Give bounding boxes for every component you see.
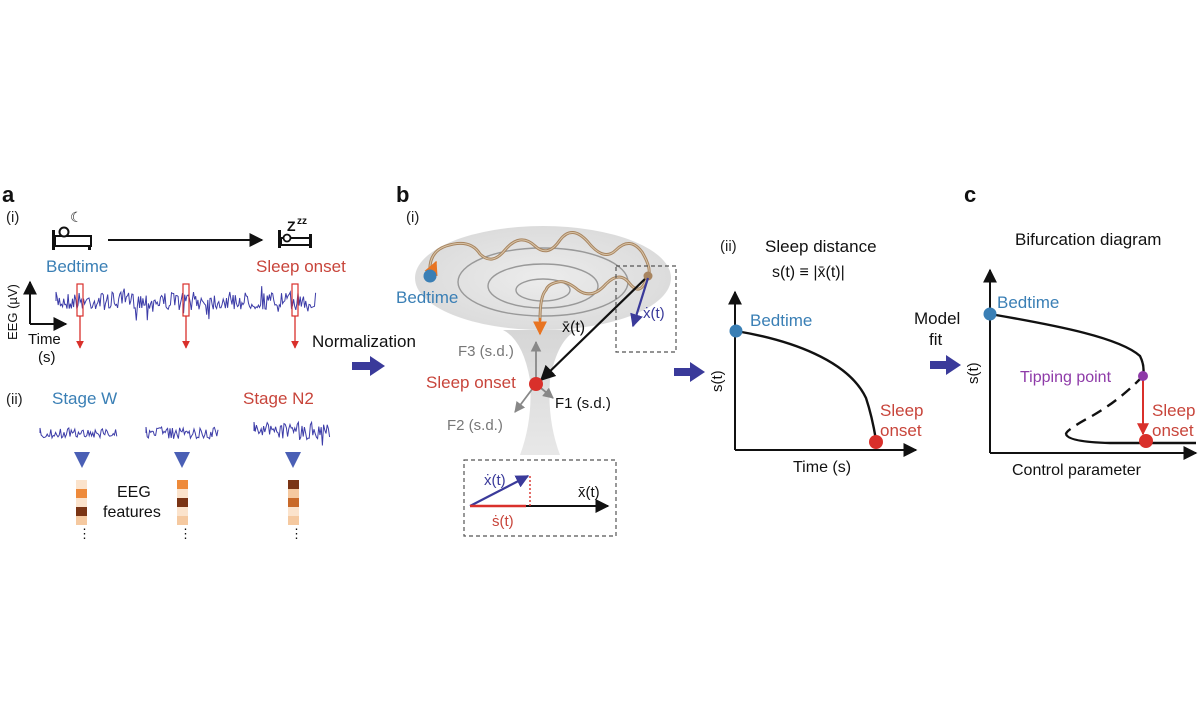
distance-onset-label: onset: [880, 421, 922, 440]
bifurcation-title: Bifurcation diagram: [1015, 230, 1161, 249]
bedtime-label-a: Bedtime: [46, 257, 108, 276]
bed-asleep-icon: [278, 230, 312, 248]
projection-xdot-arrow: [469, 475, 530, 507]
distance-curve: [735, 329, 878, 441]
distance-sleep-label: Sleep: [880, 401, 923, 420]
ellipsis-1: ⋮: [78, 526, 91, 541]
time-axis-label: Time: [28, 331, 61, 348]
current-point: [643, 271, 653, 281]
bifurcation-x-label: Control parameter: [1012, 462, 1142, 479]
tipping-point-marker: [1138, 371, 1148, 381]
sleep-distance-formula: s(t) ≡ |x̄(t)|: [772, 264, 845, 281]
sleep-trajectory-highlight: [429, 232, 650, 321]
tipping-point-label: Tipping point: [1020, 369, 1112, 386]
ellipsis-2: ⋮: [179, 526, 192, 541]
model-fit-line1: Model: [914, 309, 960, 328]
bifurcation-y-label: s(t): [965, 362, 982, 384]
bifurcation-sleep-label: Sleep: [1152, 401, 1195, 420]
feature-arrow-1: [74, 452, 90, 468]
projection-xbar-label: x̄(t): [578, 484, 600, 501]
feature-column-3: [288, 480, 299, 525]
projection-xdot-label: ẋ(t): [484, 472, 506, 489]
distance-bedtime-label: Bedtime: [750, 311, 812, 330]
bedtime-point-b: [423, 269, 437, 283]
projection-inset-box: [463, 459, 617, 537]
feature-arrows: [74, 452, 301, 468]
bed-awake-icon: [52, 226, 92, 250]
attractor-disc: [415, 226, 671, 330]
sleep-onset-point-b: [529, 377, 543, 391]
time-unit-label: (s): [38, 349, 56, 366]
panel-a-letter: a: [2, 182, 15, 207]
x-vector-arrow: [539, 275, 649, 382]
bifurcation-bedtime-label: Bedtime: [997, 293, 1059, 312]
attractor-funnel: [503, 330, 577, 455]
model-fit-line2: fit: [929, 330, 943, 349]
stage-n2-label: Stage N2: [243, 389, 314, 408]
f2-axis-label: F2 (s.d.): [447, 417, 503, 434]
distance-bedtime-point: [729, 324, 743, 338]
eeg-trace: [55, 286, 317, 321]
normalization-label: Normalization: [312, 332, 416, 351]
zzz-small-icon: zz: [297, 216, 307, 227]
ellipsis-3: ⋮: [290, 526, 303, 541]
eeg-segment-1: [39, 427, 118, 440]
x-vector-label: x̄(t): [562, 319, 585, 336]
f3-axis-label: F3 (s.d.): [458, 343, 514, 360]
eeg-segment-3: [253, 420, 331, 446]
eeg-features-label-line1: EEG: [117, 484, 151, 501]
eeg-segment-2: [145, 425, 219, 440]
feature-arrow-3: [285, 452, 301, 468]
eeg-axis-label: EEG (µV): [5, 284, 20, 340]
zzz-icon: Z: [287, 218, 296, 234]
panel-a-part-ii: (ii): [6, 391, 23, 408]
sleep-onset-label-b: Sleep onset: [426, 373, 516, 392]
distance-plot-y-label: s(t): [709, 370, 726, 392]
panel-b-part-i: (i): [406, 209, 419, 226]
unstable-branch: [1064, 375, 1144, 435]
projection-sdot-label: ṡ(t): [492, 513, 514, 530]
panel-c-letter: c: [964, 182, 976, 207]
distance-plot-x-label: Time (s): [793, 459, 851, 476]
sleep-onset-label-a: Sleep onset: [256, 257, 346, 276]
lower-stable-branch: [1064, 433, 1196, 445]
moon-icon: ☾: [70, 209, 83, 225]
stage-w-label: Stage W: [52, 389, 117, 408]
normalization-arrow: [352, 356, 385, 376]
upper-stable-branch: [989, 312, 1145, 377]
panel-b-part-ii: (ii): [720, 238, 737, 255]
feature-arrow-2: [174, 452, 190, 468]
distance-arrow: [674, 362, 705, 382]
model-fit-arrow: [930, 355, 961, 375]
xdot-vector-arrow: [630, 277, 650, 328]
bedtime-label-b: Bedtime: [396, 288, 458, 307]
xdot-vector-label: ẋ(t): [643, 305, 665, 322]
bifurcation-bedtime-point: [983, 307, 997, 321]
panel-a-part-i: (i): [6, 209, 19, 226]
panel-b-letter: b: [396, 182, 409, 207]
bifurcation-onset-point: [1139, 434, 1153, 448]
distance-onset-point: [869, 435, 883, 449]
sleep-distance-title: Sleep distance: [765, 237, 877, 256]
eeg-window-markers: [76, 283, 299, 349]
f1-axis-label: F1 (s.d.): [555, 395, 611, 412]
feature-column-1: [76, 480, 87, 525]
xdot-inset-box: [615, 265, 677, 353]
bifurcation-onset-label: onset: [1152, 421, 1194, 440]
feature-column-2: [177, 480, 188, 525]
eeg-features-label-line2: features: [103, 504, 161, 521]
